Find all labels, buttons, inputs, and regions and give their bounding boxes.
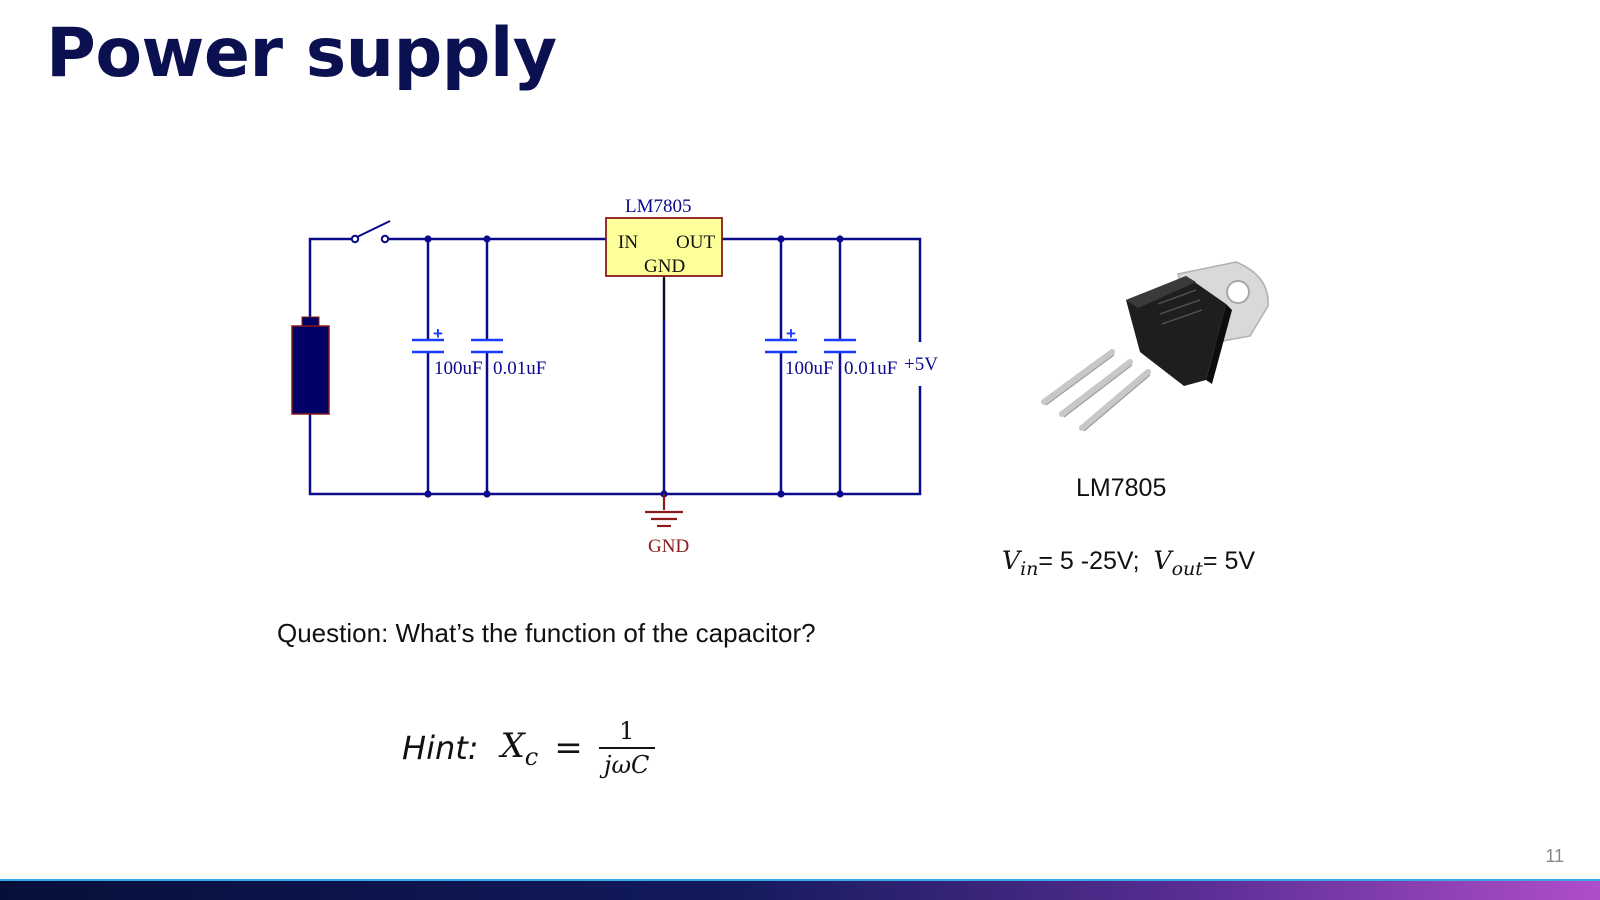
battery bbox=[291, 316, 330, 415]
vout-symbol: V bbox=[1153, 546, 1172, 575]
regulator-block bbox=[605, 217, 723, 277]
equals-sign: = bbox=[554, 728, 583, 768]
ground-label: GND bbox=[648, 536, 689, 557]
question-text: Question: What’s the function of the cap… bbox=[277, 618, 816, 648]
vin-symbol: V bbox=[1002, 546, 1021, 575]
hint-formula: Hint: Xc = 1 jωC bbox=[402, 703, 655, 793]
vout-value: = 5V bbox=[1202, 547, 1256, 575]
regulator-pin-out: OUT bbox=[676, 232, 715, 253]
reactance-subscript: c bbox=[524, 742, 539, 771]
capacitor-c1-label: 100uF bbox=[434, 358, 483, 379]
reactance-symbol: Xc bbox=[501, 726, 539, 771]
reactance-x: X bbox=[500, 725, 525, 766]
output-voltage-label: +5V bbox=[904, 354, 938, 375]
component-caption: LM7805 bbox=[1076, 474, 1167, 502]
wire-battery-top bbox=[308, 237, 352, 322]
capacitor-c1-polarity: + bbox=[433, 324, 443, 343]
fraction-numerator: 1 bbox=[619, 717, 635, 745]
capacitor-c2 bbox=[471, 338, 503, 354]
fraction: 1 jωC bbox=[598, 717, 655, 779]
footer-accent-line bbox=[0, 879, 1600, 881]
voltage-spec: Vin= 5 -25V; Vout= 5V bbox=[1002, 546, 1255, 580]
junction-dots bbox=[424, 235, 844, 498]
capacitor-c3 bbox=[765, 338, 797, 354]
footer-gradient-bar bbox=[0, 881, 1600, 900]
regulator-pin-in: IN bbox=[618, 232, 638, 253]
capacitor-c3-polarity: + bbox=[786, 324, 796, 343]
lm7805-photo bbox=[1041, 261, 1269, 432]
page-number: 11 bbox=[1545, 846, 1564, 866]
regulator-name: LM7805 bbox=[625, 196, 692, 217]
regulator-pin-gnd: GND bbox=[644, 256, 685, 277]
circuit-wires bbox=[308, 237, 922, 496]
fraction-bar bbox=[598, 747, 655, 749]
capacitor-c4-label: 0.01uF bbox=[844, 358, 897, 379]
capacitor-c2-label: 0.01uF bbox=[493, 358, 546, 379]
capacitor-c4 bbox=[824, 338, 856, 354]
ground-symbol bbox=[645, 494, 683, 528]
vin-value: = 5 -25V; bbox=[1038, 547, 1140, 575]
wire-battery-bottom bbox=[308, 386, 922, 496]
hint-label: Hint: bbox=[402, 729, 479, 767]
wire-output-top bbox=[722, 237, 922, 342]
capacitor-c3-label: 100uF bbox=[785, 358, 834, 379]
power-switch bbox=[350, 220, 391, 244]
slide-title: Power supply bbox=[46, 14, 557, 93]
vout-subscript: out bbox=[1171, 558, 1203, 580]
fraction-denominator: jωC bbox=[604, 751, 650, 779]
vin-subscript: in bbox=[1020, 558, 1039, 580]
capacitor-c1 bbox=[412, 338, 444, 354]
